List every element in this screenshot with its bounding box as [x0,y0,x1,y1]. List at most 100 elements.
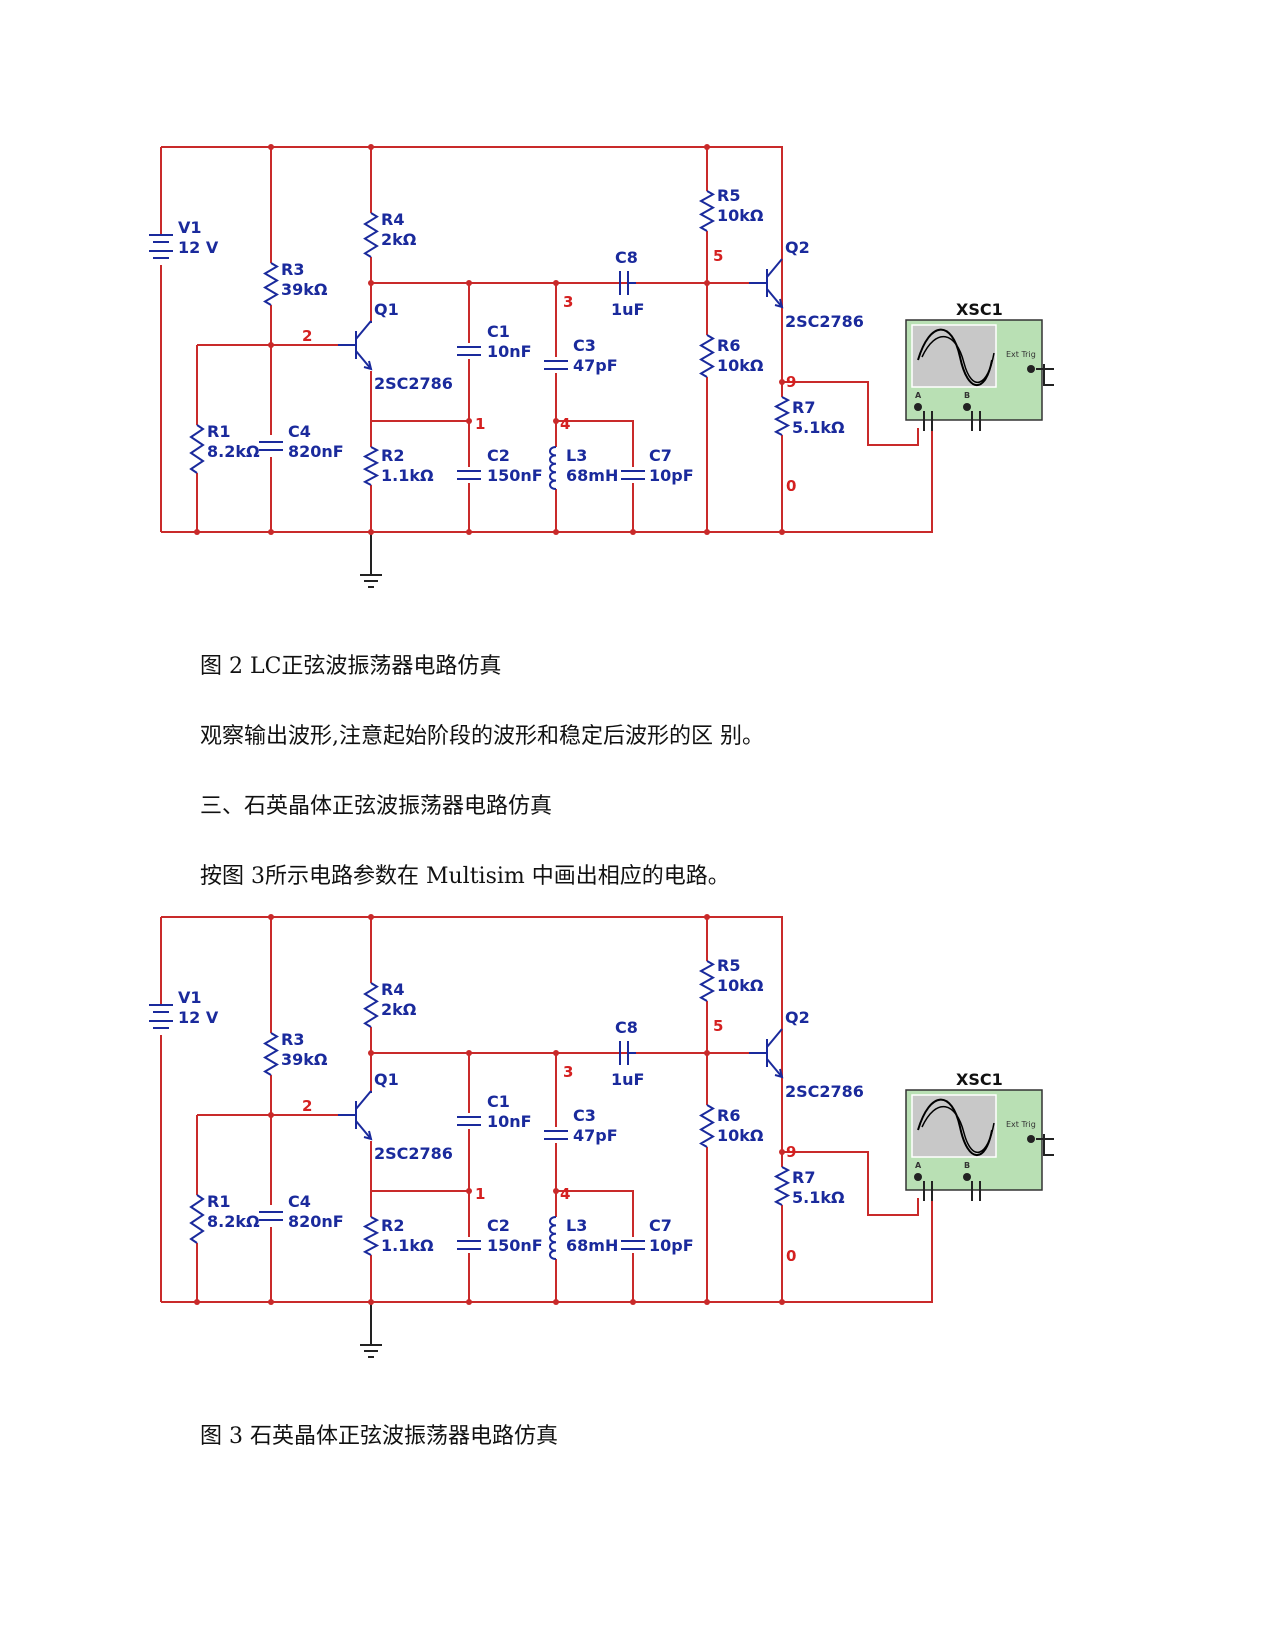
label-q1: Q1 [374,300,399,319]
junction-dot [466,1299,472,1305]
capacitor-c1 [457,1116,481,1126]
junction-dot [704,1299,710,1305]
label-r7: R7 [792,1168,815,1187]
ground-symbol [360,1344,382,1358]
label-r2: R2 [381,446,404,465]
figure2-caption: 图 2 LC正弦波振荡器电路仿真 [200,654,502,679]
label-c2-val: 150nF [487,1236,543,1255]
label-r3-val: 39kΩ [281,1050,328,1069]
channel-a-label: A [915,1161,922,1170]
channel-a-terminal [914,1173,922,1181]
label-c4: C4 [288,422,311,441]
label-r7: R7 [792,398,815,417]
wire [556,420,634,467]
label-c1-val: 10nF [487,1112,532,1131]
probe-leads [923,1181,981,1201]
capacitor-c8 [619,1041,636,1065]
junction-dot [553,280,559,286]
label-c8: C8 [615,1018,638,1037]
label-c7-val: 10pF [649,1236,694,1255]
capacitor-c4 [259,1211,283,1221]
capacitor-c1 [457,346,481,356]
resistor-r4 [363,982,379,1028]
label-l3: L3 [566,1216,587,1235]
label-r1: R1 [207,1192,230,1211]
junction-dot [553,1299,559,1305]
capacitor-c4 [259,441,283,451]
label-r2-val: 1.1kΩ [381,466,434,485]
label-v1-val: 12 V [178,1008,219,1027]
figure3-caption: 图 3 石英晶体正弦波振荡器电路仿真 [200,1424,558,1449]
channel-b-label: B [964,1161,970,1170]
junction-dot [553,1050,559,1056]
resistor-r3 [263,262,279,306]
junction-dot [368,144,374,150]
label-c8-val: 1uF [611,1070,644,1089]
inductor-l3 [549,446,557,490]
ext-trig-terminal [1027,365,1035,373]
wire [161,916,783,1125]
junction-dot [466,418,472,424]
waveform-2 [921,336,995,383]
resistor-r5 [698,190,716,232]
node-n3: 3 [563,293,573,311]
label-c3-val: 47pF [573,356,618,375]
battery-v1 [149,234,173,259]
label-v1-val: 12 V [178,238,219,257]
label-q1: Q1 [374,1070,399,1089]
label-r6: R6 [717,336,740,355]
wire [161,1198,933,1303]
label-xsc1: XSC1 [956,300,1003,319]
ground-symbol [360,574,382,588]
label-r2-val: 1.1kΩ [381,1236,434,1255]
label-q1-model: 2SC2786 [374,374,453,393]
resistor-r6 [699,1104,715,1148]
junction-dot [268,529,274,535]
junction-dot [704,914,710,920]
node-n2: 2 [302,1097,312,1115]
junction-dot [704,280,710,286]
label-r1-val: 8.2kΩ [207,442,260,461]
transistor-q2 [749,258,784,309]
node-n5: 5 [713,247,723,265]
junction-dot [368,914,374,920]
label-r4: R4 [381,210,404,229]
junction-dot [368,280,374,286]
junction-dot [466,280,472,286]
label-r5-val: 10kΩ [717,976,764,995]
junction-dot [630,1299,636,1305]
wire [782,381,919,446]
junction-dot [466,1050,472,1056]
ext-trig-lead [1036,1134,1054,1156]
waveform-2 [921,1106,995,1153]
node-n0: 0 [786,477,796,495]
label-c1-val: 10nF [487,342,532,361]
label-c7: C7 [649,1216,672,1235]
ext-trig-label: Ext Trig [1006,1120,1036,1129]
label-v1: V1 [178,988,202,1007]
label-v1: V1 [178,218,202,237]
junction-dot [630,529,636,535]
node-n1: 1 [475,415,485,433]
label-r2: R2 [381,1216,404,1235]
junction-dot [268,1112,274,1118]
resistor-r6 [699,334,715,378]
label-q2: Q2 [785,1008,810,1027]
label-c8: C8 [615,248,638,267]
node-n0: 0 [786,1247,796,1265]
observation-paragraph: 观察输出波形,注意起始阶段的波形和稳定后波形的区 别。 [200,724,764,749]
junction-dot [779,1299,785,1305]
junction-dot [268,1299,274,1305]
label-c3: C3 [573,336,596,355]
resistor-r2 [362,1216,380,1256]
capacitor-c3 [544,360,568,370]
resistor-r3 [263,1032,279,1076]
label-l3-val: 68mH [566,1236,618,1255]
junction-dot [368,529,374,535]
resistor-r1 [189,1194,205,1244]
label-r3-val: 39kΩ [281,280,328,299]
node-n2: 2 [302,327,312,345]
